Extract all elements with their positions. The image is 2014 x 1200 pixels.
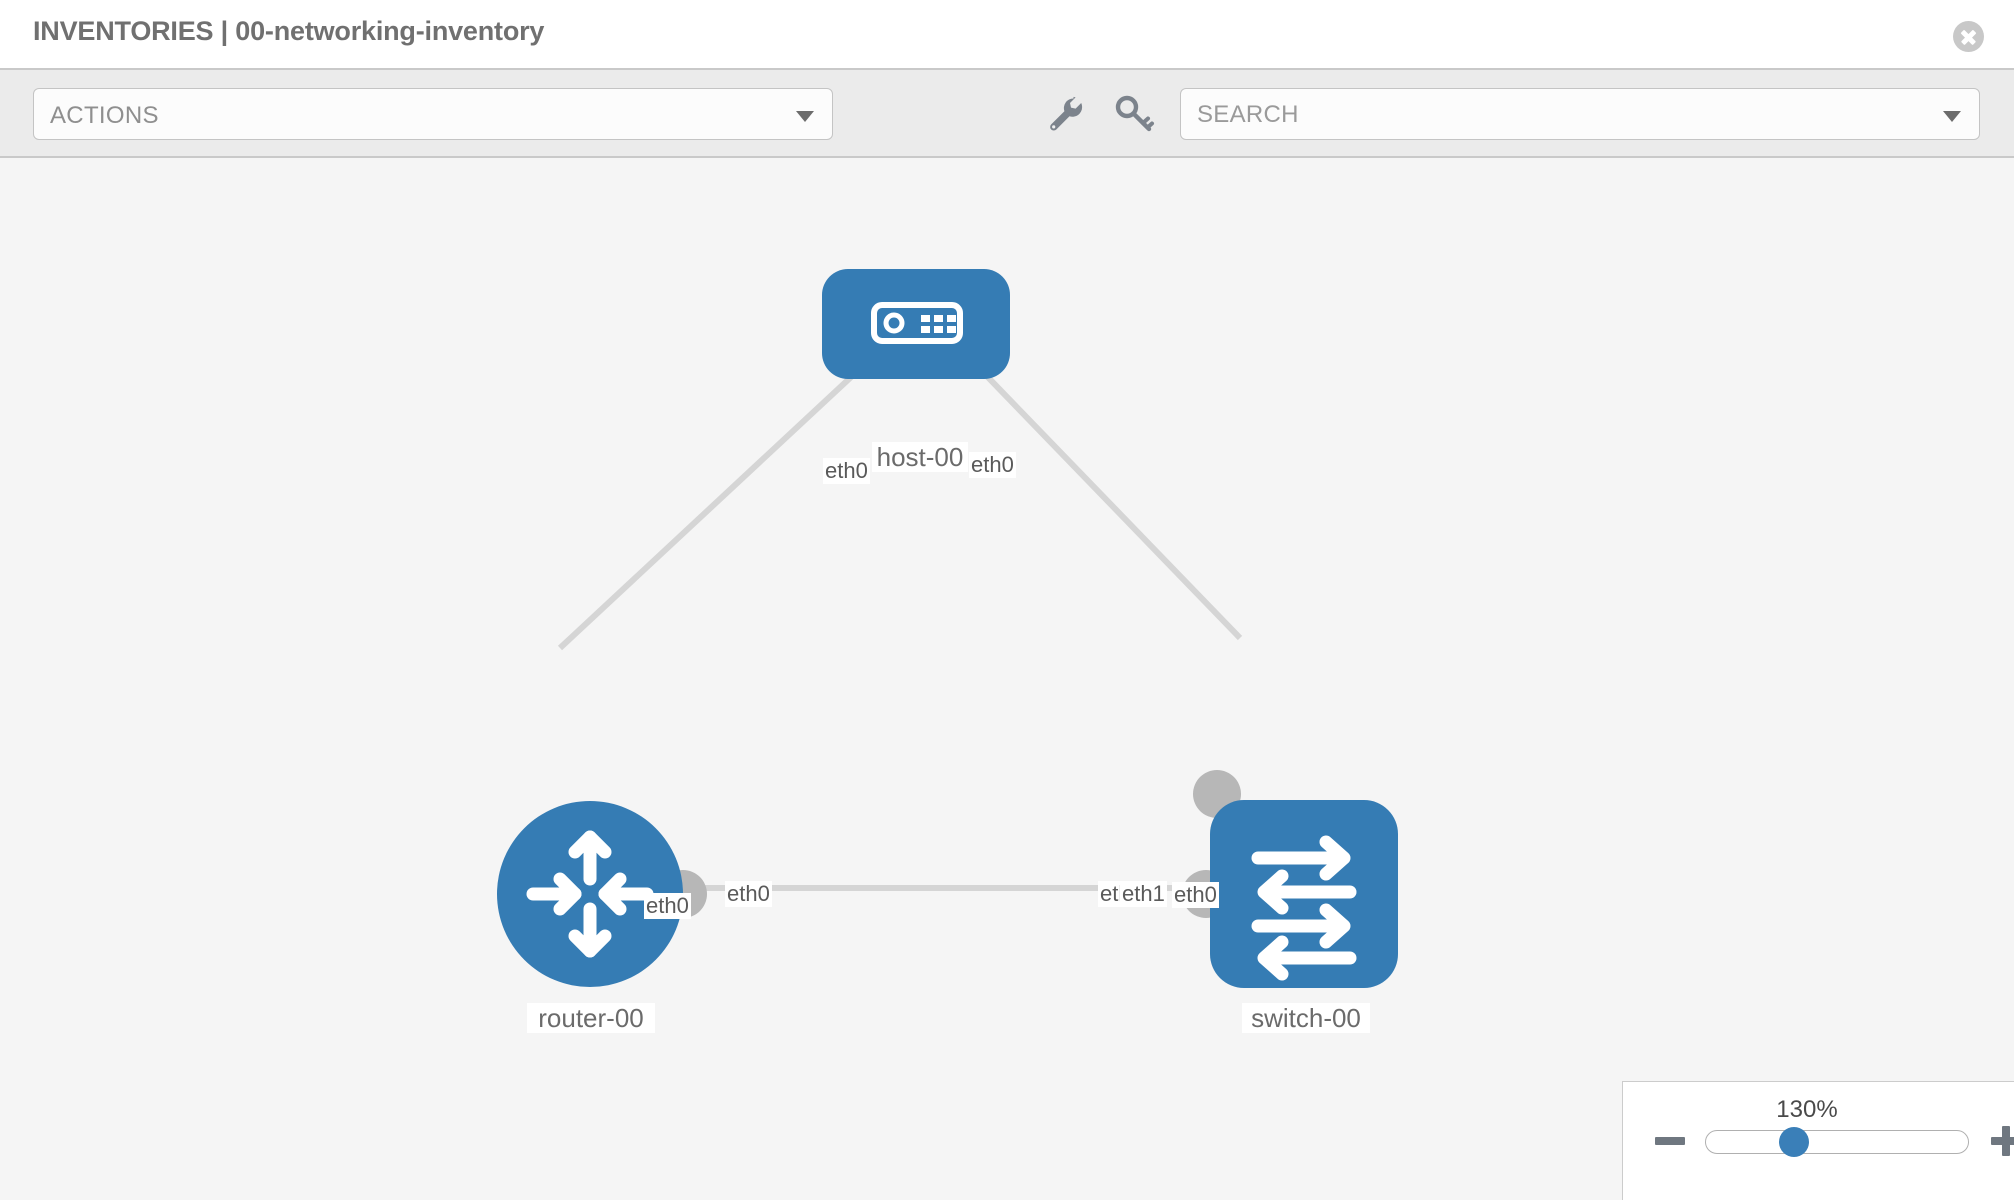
zoom-out-button[interactable]	[1653, 1124, 1687, 1158]
node-host-00-shape	[822, 269, 1010, 379]
search-field-wrapper	[1180, 88, 1980, 141]
server-icon	[871, 302, 963, 344]
edge-label-host-router-near-host: eth0	[823, 458, 870, 484]
node-router-00-label: router-00	[527, 1003, 655, 1033]
switch-arrows-icon	[1251, 835, 1357, 981]
node-host-00[interactable]	[822, 269, 1010, 379]
page-title: INVENTORIES | 00-networking-inventory	[33, 16, 545, 46]
edge-label-host-switch-near-switch: eth0	[1172, 882, 1219, 908]
edge-label-router-switch-near-router: eth0	[725, 881, 772, 907]
router-arrows-icon	[526, 830, 654, 958]
search-input[interactable]	[1195, 89, 1919, 141]
edge-label-host-switch-near-host: eth0	[969, 452, 1016, 478]
close-icon[interactable]	[1953, 21, 1984, 52]
key-icon[interactable]	[1112, 92, 1156, 136]
zoom-level-value: 130%	[1776, 1096, 1838, 1123]
node-switch-00-label: switch-00	[1242, 1003, 1370, 1033]
page-header: INVENTORIES | 00-networking-inventory	[0, 0, 2014, 68]
actions-dropdown[interactable]: ACTIONS	[33, 88, 833, 140]
zoom-control-panel: 130%	[1622, 1081, 2014, 1200]
zoom-in-button[interactable]	[1989, 1124, 2014, 1158]
toolbar: ACTIONS	[0, 68, 2014, 158]
plus-icon-vertical	[2002, 1126, 2010, 1156]
node-router-00[interactable]	[497, 801, 707, 987]
edge-label-router-switch-near-switch: eth1	[1120, 881, 1167, 907]
actions-dropdown-label: ACTIONS	[50, 102, 159, 129]
minus-icon	[1655, 1137, 1685, 1145]
edge-label-host-router-near-router: eth0	[644, 893, 691, 919]
zoom-slider-thumb[interactable]	[1779, 1127, 1809, 1157]
topology-canvas[interactable]: host-00 router-00	[0, 158, 2014, 1200]
wrench-icon[interactable]	[1043, 92, 1087, 136]
chevron-down-icon	[796, 111, 814, 122]
chevron-down-icon[interactable]	[1943, 111, 1961, 122]
node-host-00-label: host-00	[872, 442, 968, 472]
zoom-slider-track[interactable]	[1705, 1130, 1969, 1154]
node-switch-00[interactable]	[1182, 770, 1398, 988]
